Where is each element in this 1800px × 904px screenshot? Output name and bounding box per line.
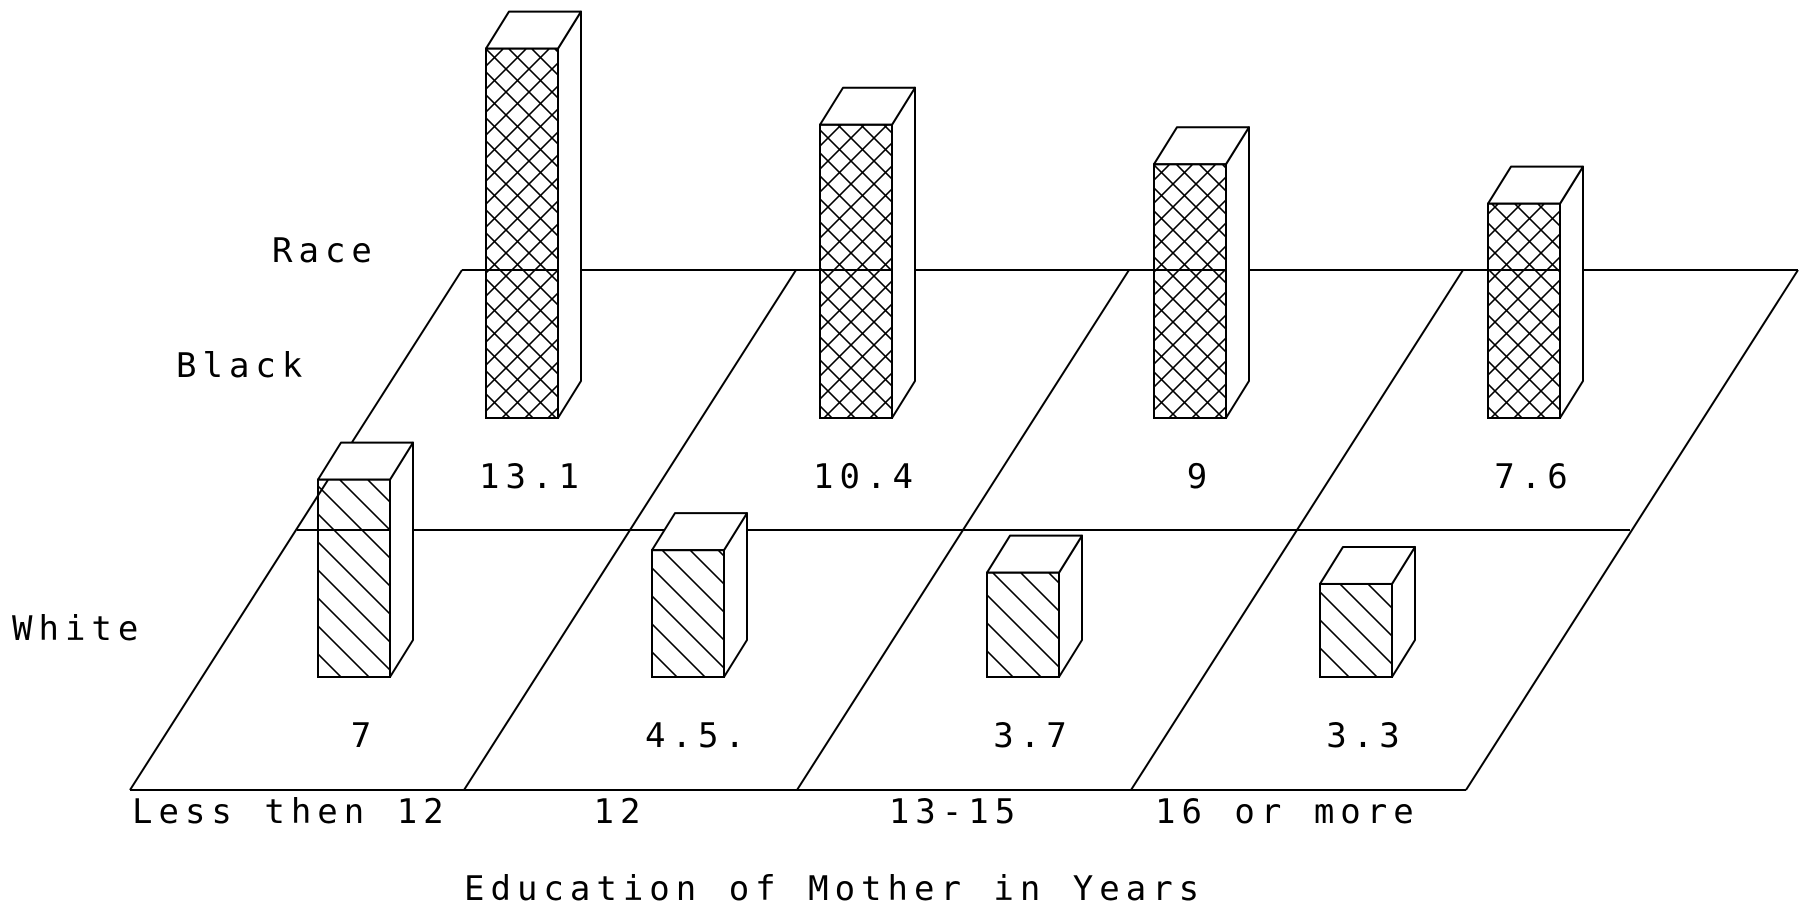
bar-front-face — [1153, 163, 1227, 419]
category-label-3: 13-15 — [889, 792, 1021, 832]
bar-front-face — [651, 549, 725, 678]
category-label-2: 12 — [594, 792, 647, 832]
value-label-white-2: 4.5. — [645, 716, 751, 756]
bar-front-face — [485, 47, 559, 420]
bar-white-3 — [986, 534, 1083, 678]
floor-divider — [1465, 269, 1799, 791]
bar-side-face — [557, 10, 582, 419]
bar-white-2 — [651, 512, 748, 678]
bar-side-face — [1225, 126, 1250, 419]
chart-floor — [129, 269, 1799, 791]
value-label-white-1: 7 — [351, 716, 377, 756]
bar-black-1 — [485, 10, 582, 420]
bar-white-1 — [317, 441, 414, 678]
bar-front-face — [986, 571, 1060, 678]
bar-front-face — [819, 123, 893, 419]
category-labels: Less then 12 12 13-15 16 or more — [132, 792, 1420, 832]
value-label-black-4: 7.6 — [1494, 457, 1573, 497]
value-label-white-4: 3.3 — [1326, 716, 1405, 756]
bar-front-face — [1487, 202, 1561, 419]
bar-white-4 — [1319, 545, 1416, 678]
value-label-black-3: 9 — [1187, 457, 1213, 497]
value-label-black-1: 13.1 — [479, 457, 585, 497]
bar-black-4 — [1487, 165, 1584, 419]
bars — [317, 10, 1584, 678]
bar-side-face — [389, 441, 414, 678]
bar-front-face — [1319, 582, 1393, 678]
series-axis-label: Race — [272, 231, 378, 271]
series-label-black: Black — [176, 346, 308, 386]
bar-black-2 — [819, 86, 916, 419]
value-label-black-2: 10.4 — [813, 457, 919, 497]
value-label-white-3: 3.7 — [993, 716, 1072, 756]
value-labels: 13.1 10.4 9 7.6 7 4.5. 3.7 3.3 — [351, 457, 1573, 756]
floor-divider — [129, 269, 463, 791]
series-label-white: White — [12, 609, 144, 649]
category-label-1: Less then 12 — [132, 792, 450, 832]
bar-side-face — [891, 86, 916, 419]
bar-side-face — [1559, 165, 1584, 419]
category-label-4: 16 or more — [1155, 792, 1420, 832]
x-axis-title: Education of Mother in Years — [464, 869, 1205, 904]
bar-front-face — [317, 478, 391, 678]
bar-black-3 — [1153, 126, 1250, 419]
